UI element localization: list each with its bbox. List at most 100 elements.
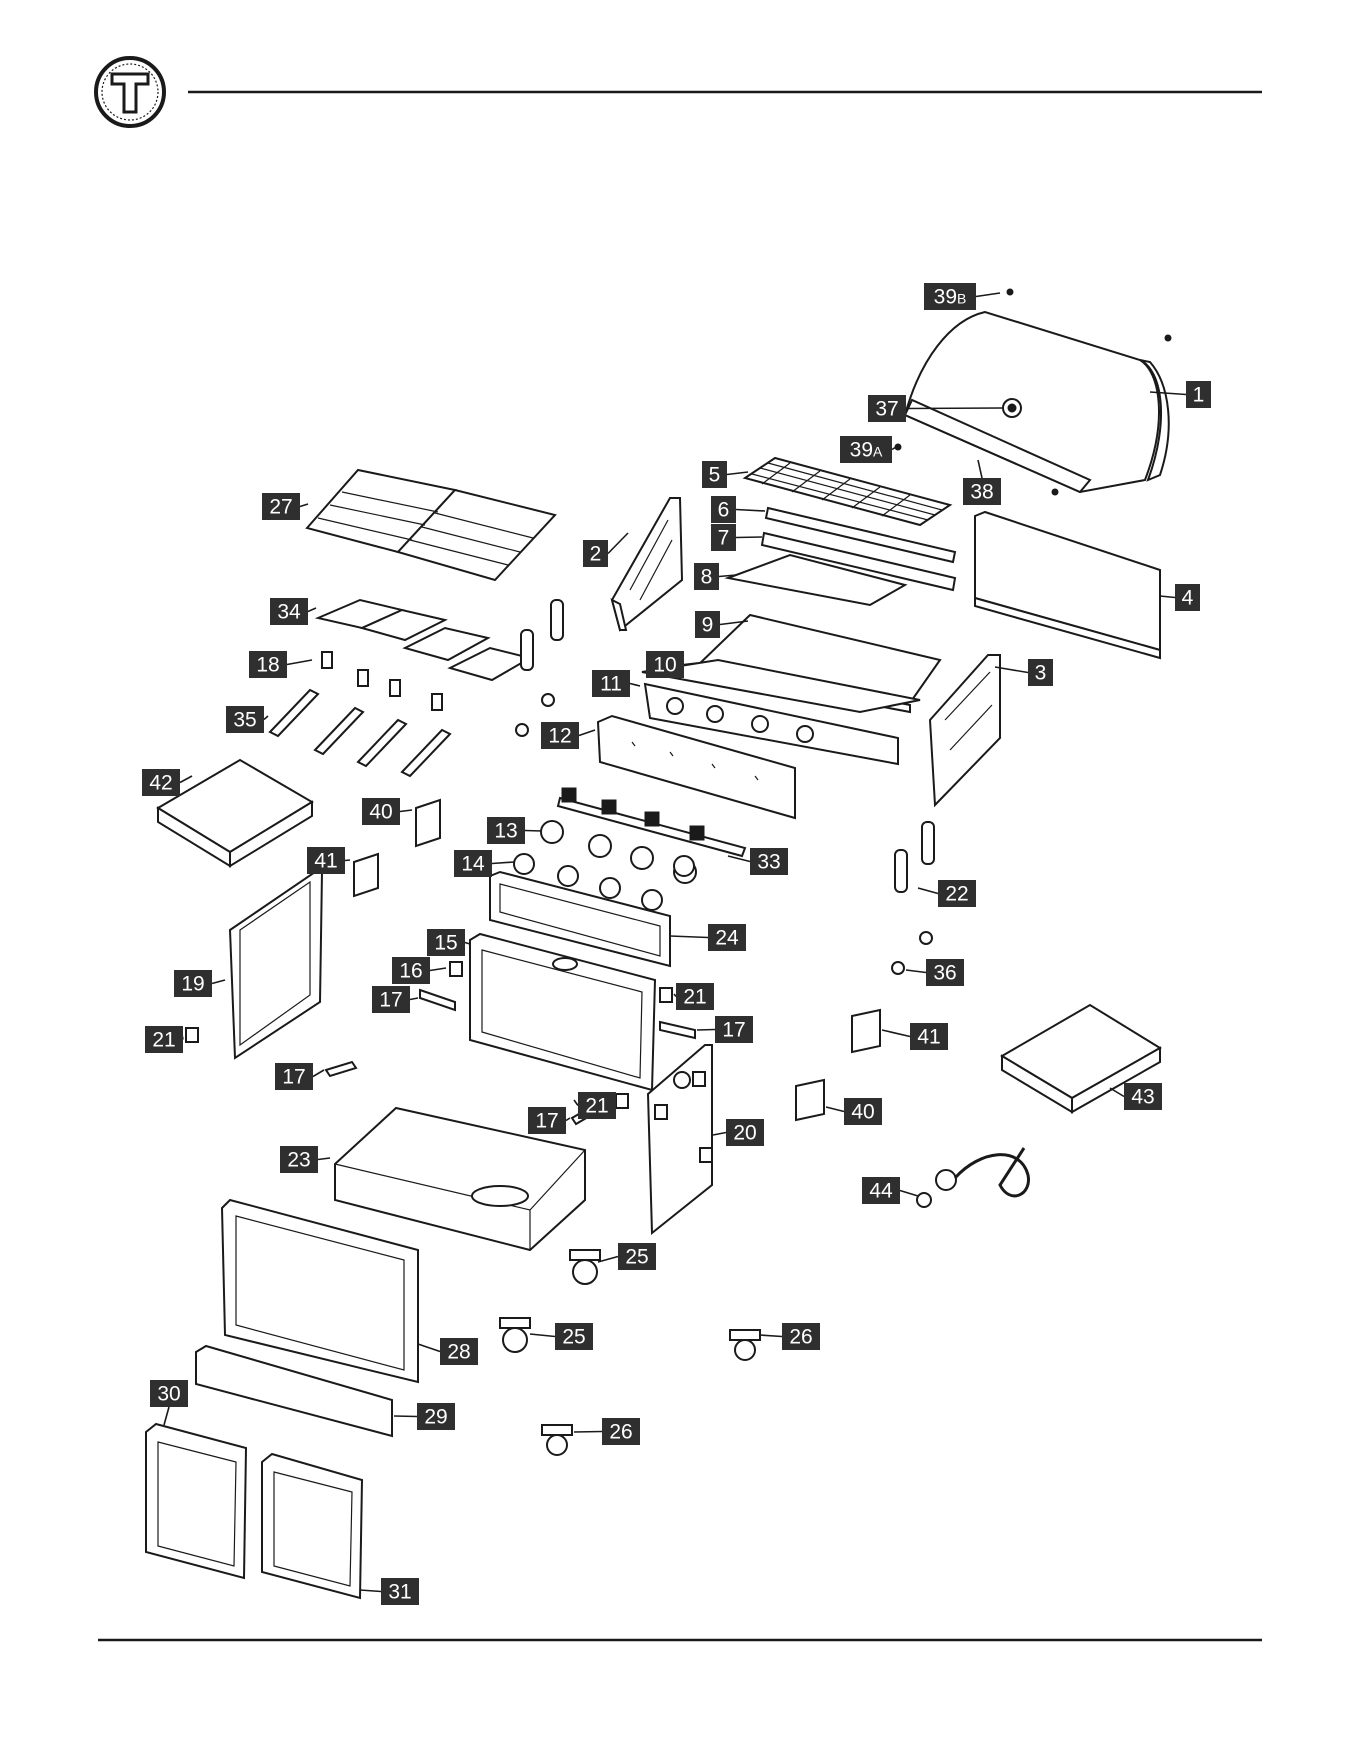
callout-number: 28 bbox=[447, 1341, 470, 1364]
callout-number: 4 bbox=[1182, 587, 1194, 610]
part-hinge bbox=[450, 962, 462, 976]
callout-label: 41 bbox=[882, 1023, 948, 1050]
callout-label: 40 bbox=[362, 798, 412, 825]
callout-label: 31 bbox=[360, 1578, 419, 1605]
callout-number: 19 bbox=[181, 973, 204, 996]
callout-label: 17 bbox=[275, 1063, 324, 1090]
callout-number: 5 bbox=[709, 464, 721, 487]
callout-leader bbox=[900, 1191, 918, 1197]
callout-leader bbox=[264, 716, 268, 720]
callout-leader bbox=[400, 810, 412, 812]
callout-leader bbox=[345, 860, 350, 861]
part-cart-panel-left bbox=[230, 872, 322, 1058]
part-side-shelf-left bbox=[158, 760, 312, 866]
callout-number: 17 bbox=[535, 1110, 558, 1133]
callout-leader bbox=[670, 936, 708, 938]
callout-number: 10 bbox=[653, 654, 676, 677]
callout-number: 40 bbox=[369, 801, 392, 824]
callout-number: 35 bbox=[233, 709, 256, 732]
part-cooking-grids bbox=[307, 470, 555, 580]
callout-leader bbox=[1110, 1088, 1124, 1097]
callout-label: 39B bbox=[924, 283, 1000, 310]
callout-label: 26 bbox=[574, 1418, 640, 1445]
callout-number: 34 bbox=[277, 601, 301, 624]
callout-number: 2 bbox=[590, 543, 602, 566]
callout-leader bbox=[630, 684, 640, 687]
callout-leader bbox=[525, 831, 542, 832]
callout-leader bbox=[608, 533, 628, 554]
callout-label: 34 bbox=[270, 598, 316, 625]
part-valve-manifold bbox=[558, 788, 745, 856]
callout-number: 15 bbox=[434, 932, 457, 955]
callout-label: 25 bbox=[598, 1243, 656, 1270]
callout-label: 41 bbox=[307, 847, 350, 874]
callout-number: 12 bbox=[548, 725, 571, 748]
callout-label: 35 bbox=[226, 706, 268, 733]
callout-label: 5 bbox=[702, 461, 748, 488]
part-burners bbox=[270, 690, 450, 776]
callout-leader bbox=[579, 730, 595, 736]
callout-leader bbox=[574, 1100, 578, 1106]
callout-number: 25 bbox=[625, 1246, 648, 1269]
callout-leader bbox=[313, 1070, 324, 1077]
callout-leader bbox=[308, 608, 316, 612]
callout-leader bbox=[492, 862, 514, 864]
callout-leader bbox=[826, 1107, 844, 1112]
callout-number: 42 bbox=[149, 772, 172, 795]
callout-label: 4 bbox=[1160, 584, 1200, 611]
callout-label: 17 bbox=[372, 986, 418, 1013]
callout-label: 6 bbox=[711, 496, 765, 523]
callout-number: 26 bbox=[789, 1326, 812, 1349]
callout-leader bbox=[1160, 596, 1175, 598]
callout-number: 7 bbox=[718, 527, 730, 550]
part-door-frame bbox=[222, 1200, 418, 1382]
callout-number: 21 bbox=[585, 1095, 608, 1118]
callout-number: 38 bbox=[970, 481, 993, 504]
callout-number: 17 bbox=[282, 1066, 305, 1089]
part-cart-panel-right bbox=[648, 1045, 712, 1233]
callout-leader bbox=[674, 994, 676, 997]
callout-number: 29 bbox=[424, 1406, 447, 1429]
callout-number: 33 bbox=[757, 851, 780, 874]
callout-label: 30 bbox=[150, 1380, 188, 1425]
callout-number: 43 bbox=[1131, 1086, 1154, 1109]
callout-label: 24 bbox=[670, 924, 746, 951]
callout-number: 16 bbox=[399, 960, 422, 983]
callout-leader bbox=[318, 1158, 330, 1160]
callout-number: 6 bbox=[718, 499, 730, 522]
callout-number: 13 bbox=[494, 820, 517, 843]
callout-number: 25 bbox=[562, 1326, 585, 1349]
callout-number: 36 bbox=[933, 962, 956, 985]
callout-leader bbox=[287, 660, 312, 665]
callout-number: 37 bbox=[875, 398, 898, 421]
callout-number: 23 bbox=[287, 1149, 310, 1172]
callout-leader bbox=[713, 1133, 726, 1136]
callout-number: 44 bbox=[869, 1180, 893, 1203]
callout-label: 38 bbox=[963, 460, 1001, 505]
callout-leader bbox=[164, 1407, 169, 1425]
callout-leader bbox=[418, 1344, 440, 1352]
callout-number: 11 bbox=[600, 673, 622, 696]
callout-label: 22 bbox=[918, 880, 976, 907]
callout-label: 15 bbox=[427, 929, 470, 956]
callout-label: 44 bbox=[862, 1177, 918, 1204]
callout-number: 41 bbox=[314, 850, 337, 873]
part-front-frame bbox=[470, 934, 655, 1090]
callout-leader bbox=[736, 537, 762, 538]
callout-leader bbox=[180, 776, 192, 783]
callout-label: 29 bbox=[394, 1403, 455, 1430]
callout-label: 7 bbox=[711, 524, 762, 551]
callout-number: 8 bbox=[701, 566, 713, 589]
callout-label: 3 bbox=[995, 659, 1053, 686]
callout-label: 27 bbox=[262, 493, 308, 520]
callout-label: 21 bbox=[574, 1092, 616, 1119]
callout-leader bbox=[760, 1335, 782, 1337]
callout-number: 31 bbox=[388, 1581, 411, 1604]
callout-label: 19 bbox=[174, 970, 225, 997]
callout-number: 22 bbox=[945, 883, 968, 906]
callout-label: 20 bbox=[713, 1119, 764, 1146]
callout-leader bbox=[918, 888, 938, 894]
part-firebox-left bbox=[612, 498, 682, 630]
callout-label: 16 bbox=[392, 957, 446, 984]
part-heat-tents bbox=[318, 600, 530, 680]
